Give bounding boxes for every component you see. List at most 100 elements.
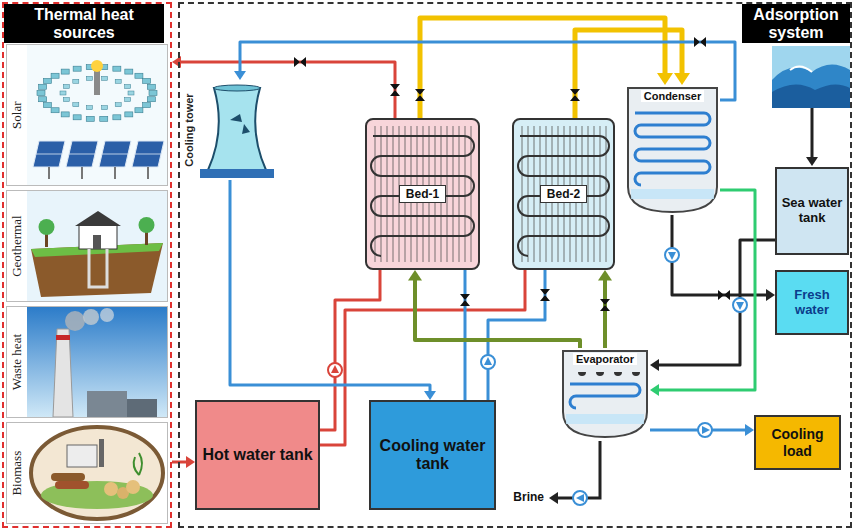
label-column: Biomass — [7, 423, 27, 523]
panel-node: Waste heat — [6, 306, 168, 418]
receiver-glow — [91, 60, 103, 72]
region-box: Thermal heat sourcesSolarGeothermalWaste… — [2, 2, 172, 528]
pipe-connector — [172, 56, 395, 118]
tree — [39, 219, 55, 235]
label-column: Geothermal — [7, 191, 27, 301]
heliostat — [43, 103, 51, 108]
pump-arrow — [484, 357, 492, 365]
liquid — [631, 189, 714, 199]
pv-panel — [99, 141, 131, 167]
field — [41, 481, 153, 509]
valve-symbols — [294, 37, 730, 311]
pv-panel — [33, 141, 65, 167]
heliostat — [86, 76, 92, 80]
heliostat — [73, 115, 81, 120]
region-box: Adsorption systemCooling towerBed-1Bed-2… — [178, 2, 852, 528]
source-picture — [27, 191, 167, 301]
spray-nozzle — [578, 372, 586, 376]
rotated-label: Cooling tower — [183, 93, 195, 166]
pump-symbol — [698, 423, 712, 437]
pv-stand — [114, 167, 116, 179]
pump-arrow — [576, 494, 584, 502]
pump-body — [481, 355, 495, 369]
rotated-label: Waste heat — [10, 334, 24, 390]
heliostat — [73, 79, 79, 83]
fin — [522, 126, 523, 262]
coil — [570, 384, 640, 408]
fin — [588, 126, 589, 262]
heliostat — [135, 73, 143, 78]
valve — [390, 84, 400, 96]
pump-arrow — [702, 426, 710, 434]
heliostat — [125, 69, 133, 74]
arrow-head — [408, 270, 422, 281]
heliostat — [60, 91, 66, 95]
sea-wave — [772, 84, 850, 108]
fin — [387, 126, 388, 262]
valve — [294, 57, 306, 67]
pipe-connector — [172, 456, 195, 468]
tower-basin — [200, 169, 274, 178]
potato — [104, 482, 118, 496]
earth — [31, 243, 163, 297]
valve — [460, 294, 470, 306]
arrow-head — [674, 73, 690, 85]
pump-body — [665, 248, 679, 262]
pump-symbol — [733, 298, 747, 312]
brine-pipe — [558, 441, 600, 498]
heliostat — [149, 91, 157, 96]
pv-grid — [36, 154, 62, 155]
heliostat — [43, 78, 51, 83]
label-column: Solar — [7, 45, 27, 185]
box-node: Cooling load — [754, 415, 841, 470]
pipe-connector — [408, 270, 580, 348]
heliostat — [115, 103, 121, 107]
plant — [67, 445, 97, 467]
spray-nozzle — [614, 372, 622, 376]
pump-arrow — [331, 365, 339, 373]
heliostat — [73, 103, 79, 107]
arrow-head — [598, 270, 612, 281]
tank-label: Cooling load — [756, 426, 839, 458]
bed-label: Bed-2 — [540, 185, 587, 203]
rotated-label: Solar — [10, 101, 24, 128]
stack — [99, 439, 104, 467]
vessel-body — [628, 88, 717, 212]
sky — [27, 191, 167, 301]
arrow-head — [234, 71, 246, 80]
pv-stand — [147, 167, 149, 179]
heliostat — [125, 84, 131, 88]
valve — [415, 89, 425, 101]
fin — [375, 126, 376, 262]
pump-symbol — [573, 491, 587, 505]
arrow-head — [766, 289, 775, 301]
heliostat — [115, 79, 121, 83]
box-node: Sea water tank — [775, 167, 849, 255]
tank-label: Sea water tank — [777, 196, 847, 226]
arrow-head — [549, 492, 558, 504]
heliostat — [51, 108, 59, 113]
heliostat — [73, 66, 81, 71]
pump-body — [698, 423, 712, 437]
pipe-line — [603, 278, 607, 348]
tank-label: Cooling water tank — [371, 437, 494, 474]
heliostat — [86, 106, 92, 110]
pipe-connector — [650, 190, 755, 396]
pipe-connector — [488, 270, 545, 400]
pv-stand — [48, 167, 50, 179]
pump-symbol — [328, 363, 342, 377]
label-column: Cooling tower — [180, 80, 198, 180]
heliostat — [102, 106, 108, 110]
heliostat — [51, 73, 59, 78]
pv-grid — [102, 154, 128, 155]
tower-top — [214, 85, 260, 91]
tank-label: Fresh water — [777, 288, 847, 318]
spray-nozzle — [632, 372, 640, 376]
pump-body — [573, 491, 587, 505]
fin — [459, 126, 460, 262]
heliostat — [61, 69, 69, 74]
tank-label: Hot water tank — [198, 446, 316, 464]
spray-nozzle — [596, 372, 604, 376]
heliostat — [39, 97, 47, 102]
pump-body — [328, 363, 342, 377]
